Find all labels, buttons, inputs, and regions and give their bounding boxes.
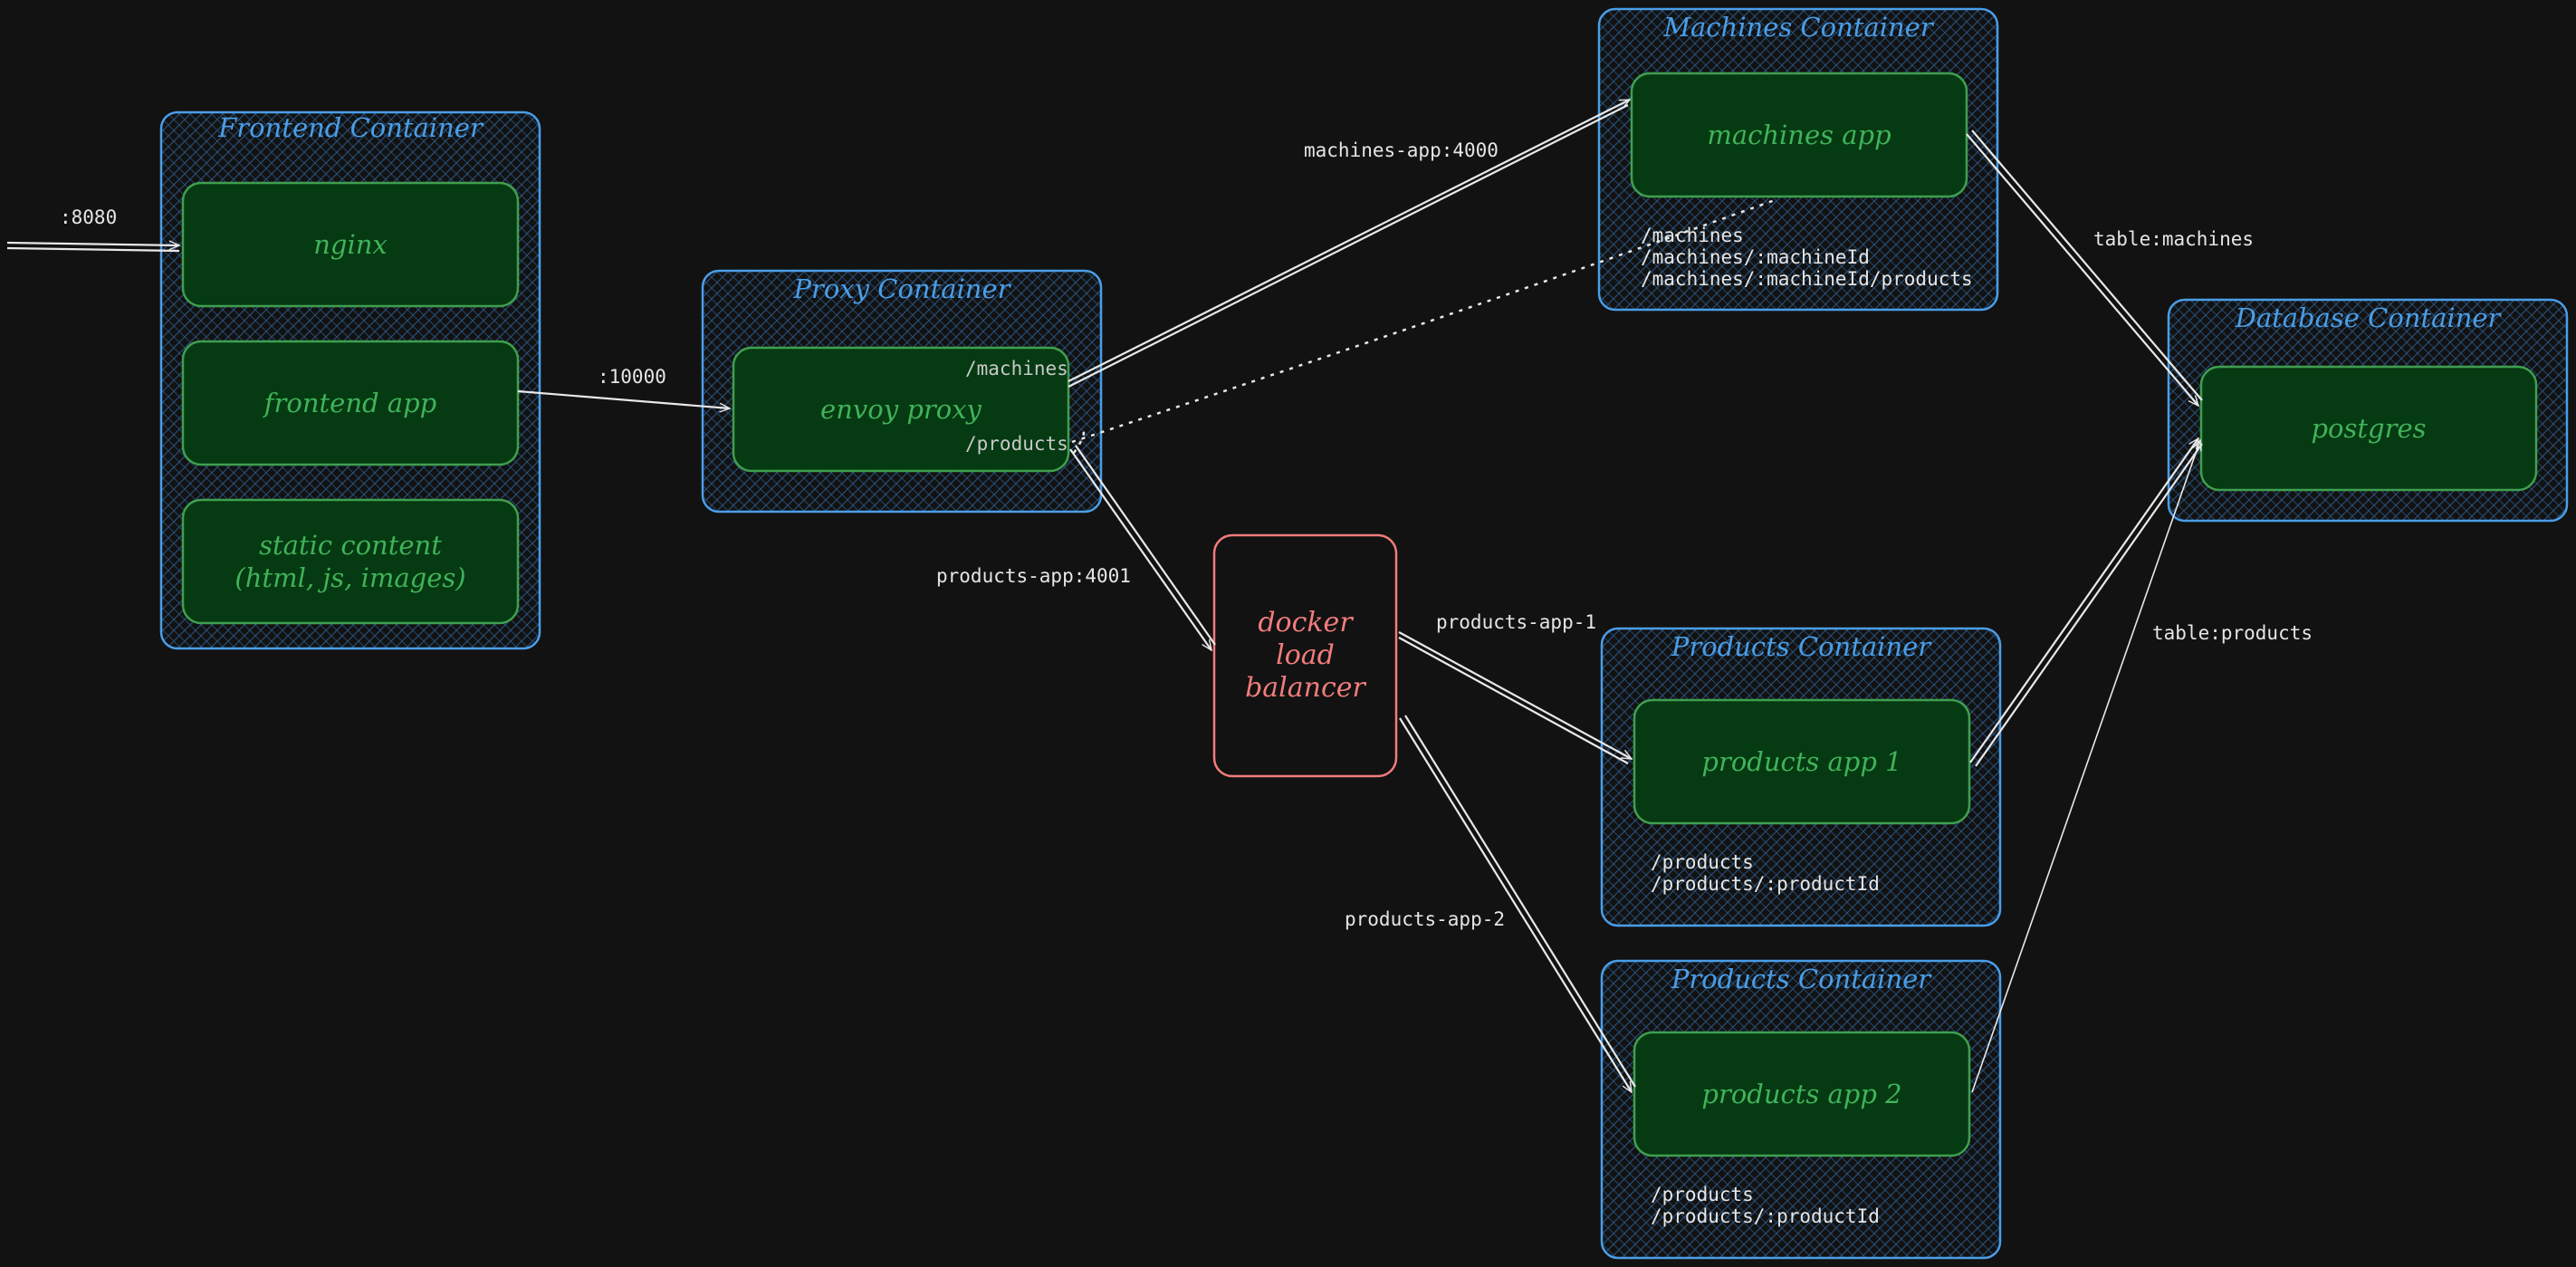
machines-app-label: machines app xyxy=(1707,120,1891,150)
machines-container-title: Machines Container xyxy=(1663,12,1933,43)
frontend-app-label: frontend app xyxy=(263,388,437,418)
edge-label-products-app-4001: products-app:4001 xyxy=(936,565,1131,587)
envoy-route-machines: /machines xyxy=(965,358,1068,379)
products-app-1-node xyxy=(1633,698,1971,825)
static-content-node xyxy=(181,498,520,625)
edge-lb-to-products-1 xyxy=(1398,631,1632,764)
edge-products-2-to-postgres xyxy=(1971,440,2200,1093)
edge-label-table-machines: table:machines xyxy=(2093,228,2255,250)
postgres-label: postgres xyxy=(2311,413,2427,444)
nginx-label: nginx xyxy=(313,229,388,260)
products-route: /products xyxy=(1651,1184,1754,1205)
load-balancer-node xyxy=(1212,533,1398,778)
proxy-container-title: Proxy Container xyxy=(793,274,1010,304)
edge-label-table-products: table:products xyxy=(2152,622,2313,644)
products-app-2-node xyxy=(1633,1031,1971,1157)
frontend-app-node xyxy=(181,340,520,466)
products-2-routes: /products /products/:productId xyxy=(1651,1184,1880,1227)
envoy-proxy-node xyxy=(732,346,1070,473)
products-container-2-title: Products Container xyxy=(1671,964,1931,994)
machines-route: /machines/:machineId/products xyxy=(1641,268,1973,290)
products-route: /products/:productId xyxy=(1651,1205,1880,1227)
machines-route: /machines xyxy=(1641,225,1744,246)
products-app-2-label: products app 2 xyxy=(1701,1079,1902,1109)
machines-routes: /machines /machines/:machineId /machines… xyxy=(1641,225,1973,290)
products-route: /products/:productId xyxy=(1651,873,1880,895)
database-container-title: Database Container xyxy=(2235,302,2501,333)
edge-frontend-to-envoy xyxy=(517,389,730,408)
machines-route: /machines/:machineId xyxy=(1641,246,1870,268)
edge-label-10000: :10000 xyxy=(598,366,666,388)
products-app-1-label: products app 1 xyxy=(1701,746,1902,777)
edge-products-1-to-postgres xyxy=(1969,438,2203,767)
edge-label-machines-app-4000: machines-app:4000 xyxy=(1304,139,1499,161)
envoy-proxy-label: envoy proxy xyxy=(820,394,982,425)
edge-label-8080: :8080 xyxy=(60,206,118,228)
edge-lb-to-products-2 xyxy=(1399,715,1636,1092)
edge-envoy-to-load-balancer xyxy=(1069,445,1216,650)
envoy-route-products: /products xyxy=(965,433,1068,455)
frontend-container-title: Frontend Container xyxy=(218,112,483,143)
edge-envoy-to-machines xyxy=(1068,99,1630,388)
static-content-label: static content (html, js, images) xyxy=(235,530,466,593)
products-container-1-title: Products Container xyxy=(1671,631,1931,662)
edge-dotted-products-to-machines xyxy=(1071,198,1776,454)
postgres-node xyxy=(2199,365,2538,492)
products-route: /products xyxy=(1651,851,1754,873)
nginx-node xyxy=(181,181,520,308)
edge-ingress-8080 xyxy=(6,243,179,253)
edge-label-products-app-1: products-app-1 xyxy=(1436,611,1597,633)
edge-label-products-app-2: products-app-2 xyxy=(1345,908,1506,930)
load-balancer-label: docker load balancer xyxy=(1245,607,1365,704)
edge-machines-to-postgres xyxy=(1966,130,2203,406)
products-1-routes: /products /products/:productId xyxy=(1651,851,1880,895)
